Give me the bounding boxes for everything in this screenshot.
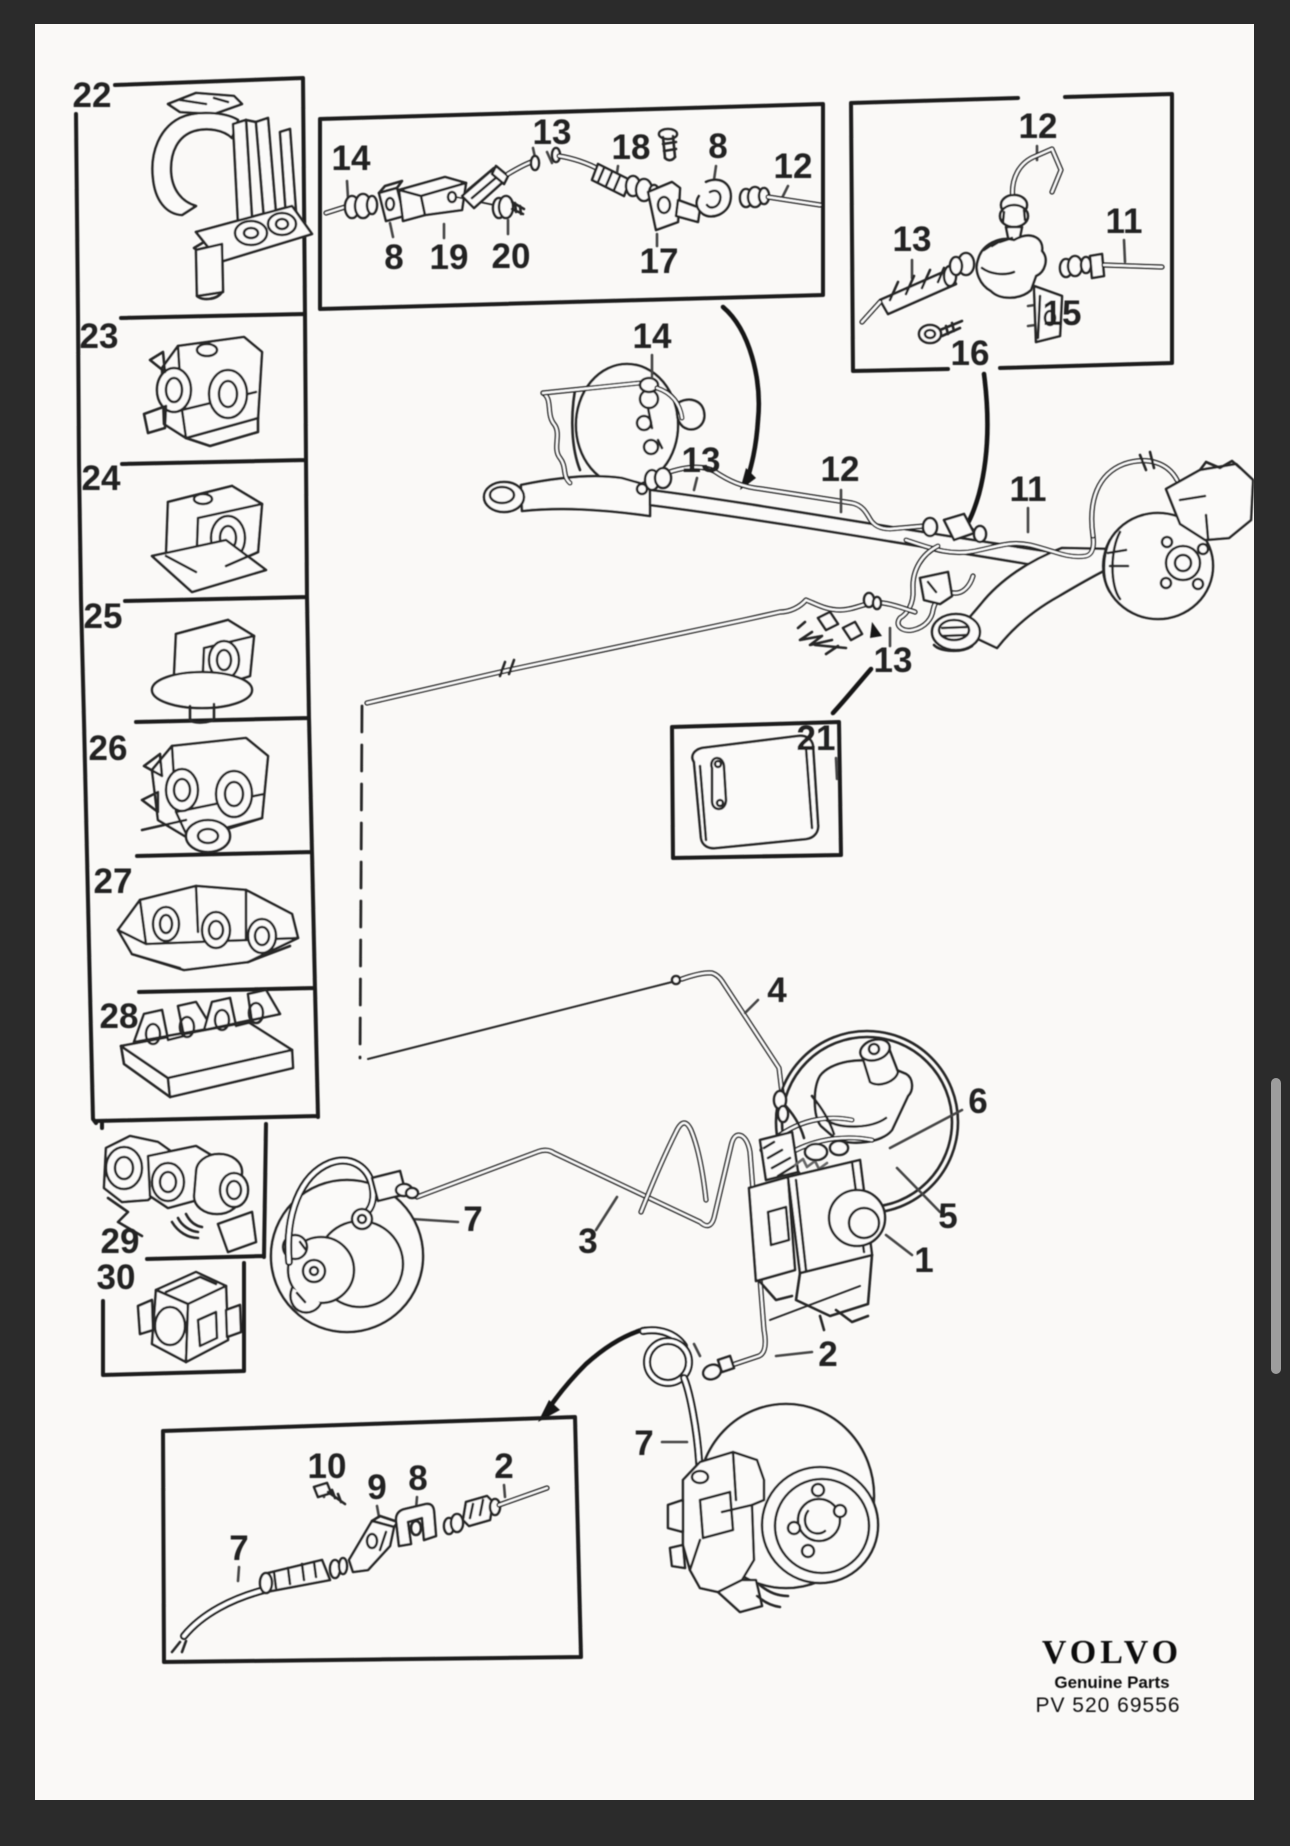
svg-text:29: 29 [101,1222,140,1261]
svg-text:8: 8 [408,1459,427,1498]
svg-text:30: 30 [97,1258,136,1297]
svg-text:27: 27 [94,862,133,901]
svg-text:12: 12 [774,147,813,186]
svg-text:2: 2 [494,1447,513,1486]
svg-text:8: 8 [708,127,727,166]
svg-text:17: 17 [640,242,679,281]
svg-text:28: 28 [100,997,139,1036]
svg-text:25: 25 [84,597,123,636]
svg-text:10: 10 [308,1447,347,1486]
svg-text:20: 20 [492,237,531,276]
svg-text:6: 6 [968,1082,987,1121]
svg-text:1: 1 [914,1241,933,1280]
svg-text:7: 7 [463,1200,482,1239]
svg-text:8: 8 [384,238,403,277]
svg-text:12: 12 [821,450,860,489]
svg-text:23: 23 [80,317,119,356]
svg-text:7: 7 [229,1529,248,1568]
svg-text:21: 21 [797,719,836,758]
svg-text:13: 13 [533,113,572,152]
svg-text:2: 2 [818,1335,837,1374]
svg-text:PV 520 69556: PV 520 69556 [1035,1694,1180,1717]
svg-text:7: 7 [634,1424,653,1463]
svg-text:13: 13 [893,220,932,259]
svg-text:14: 14 [332,139,371,178]
svg-text:22: 22 [73,76,112,115]
svg-text:18: 18 [612,128,651,167]
svg-text:5: 5 [938,1197,957,1236]
svg-text:13: 13 [682,441,721,480]
svg-text:Genuine Parts: Genuine Parts [1054,1673,1169,1692]
svg-text:11: 11 [1010,470,1047,509]
svg-text:24: 24 [82,459,121,498]
svg-text:4: 4 [767,971,787,1010]
svg-text:14: 14 [633,317,672,356]
svg-text:9: 9 [367,1468,386,1507]
svg-text:3: 3 [578,1222,597,1261]
svg-text:19: 19 [430,238,469,277]
svg-text:12: 12 [1019,107,1058,146]
svg-text:11: 11 [1106,202,1143,241]
svg-text:26: 26 [89,729,128,768]
svg-text:VOLVO: VOLVO [1042,1634,1182,1671]
svg-text:16: 16 [951,334,990,373]
svg-text:15: 15 [1043,294,1082,333]
svg-text:13: 13 [874,641,913,680]
